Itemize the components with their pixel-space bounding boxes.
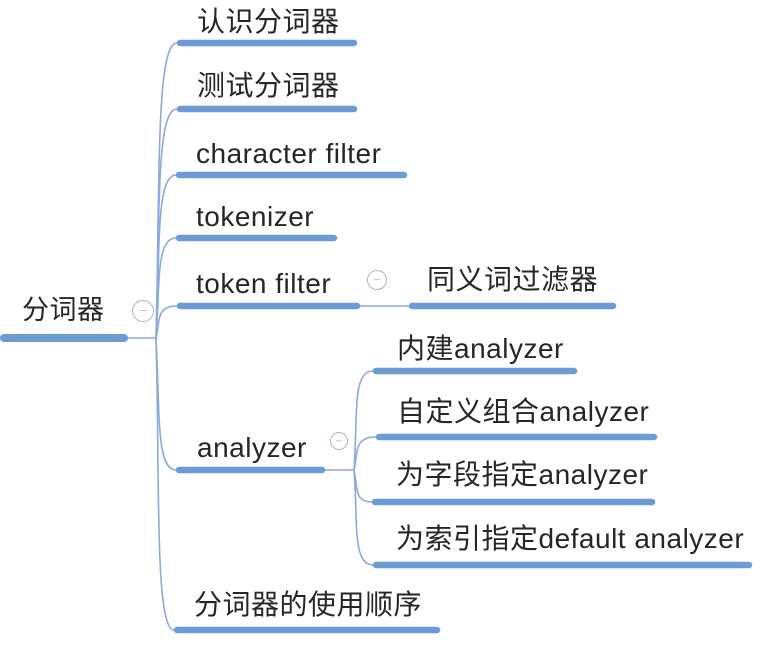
node-renshi-fenciqi[interactable]: 认识分词器: [197, 6, 340, 37]
curve-to-tokenizer: [155, 237, 177, 340]
minus-icon: —: [373, 275, 381, 283]
node-underlines: [0, 39, 753, 634]
collapse-toggle-analyzer[interactable]: —: [330, 432, 348, 450]
curve-to-neijian-analyzer: [353, 370, 374, 471]
collapse-toggle-token-filter[interactable]: —: [367, 270, 387, 290]
node-fenciqi-shiyong-shunxu[interactable]: 分词器的使用顺序: [194, 589, 423, 620]
curve-to-shiyongshunxu: [155, 338, 175, 631]
node-ziduan-zhiding-analyzer[interactable]: 为字段指定analyzer: [396, 459, 649, 490]
node-tongyici-guolvqi[interactable]: 同义词过滤器: [427, 264, 599, 295]
curve-to-suoyin-analyzer: [353, 469, 374, 566]
node-character-filter[interactable]: character filter: [196, 138, 382, 169]
node-token-filter[interactable]: token filter: [196, 268, 332, 299]
node-neijian-analyzer[interactable]: 内建analyzer: [397, 333, 564, 364]
curve-to-token-filter: [155, 305, 178, 340]
collapse-toggle-root[interactable]: —: [132, 300, 154, 322]
curve-to-analyzer: [155, 338, 177, 471]
node-suoyin-zhiding-default-analyzer[interactable]: 为索引指定default analyzer: [396, 523, 745, 554]
node-root[interactable]: 分词器: [22, 295, 105, 325]
node-analyzer[interactable]: analyzer: [197, 432, 307, 463]
curve-to-ziduan-analyzer: [353, 469, 373, 503]
minus-icon: —: [335, 436, 343, 444]
link-lines: [124, 305, 409, 471]
node-ceshi-fenciqi[interactable]: 测试分词器: [197, 70, 340, 101]
node-tokenizer[interactable]: tokenizer: [196, 201, 315, 232]
branch-curves: [155, 42, 377, 631]
curve-to-zidingyi-analyzer: [353, 436, 377, 471]
node-zidingyi-zuhe-analyzer[interactable]: 自定义组合analyzer: [397, 396, 650, 427]
minus-icon: —: [139, 305, 147, 315]
